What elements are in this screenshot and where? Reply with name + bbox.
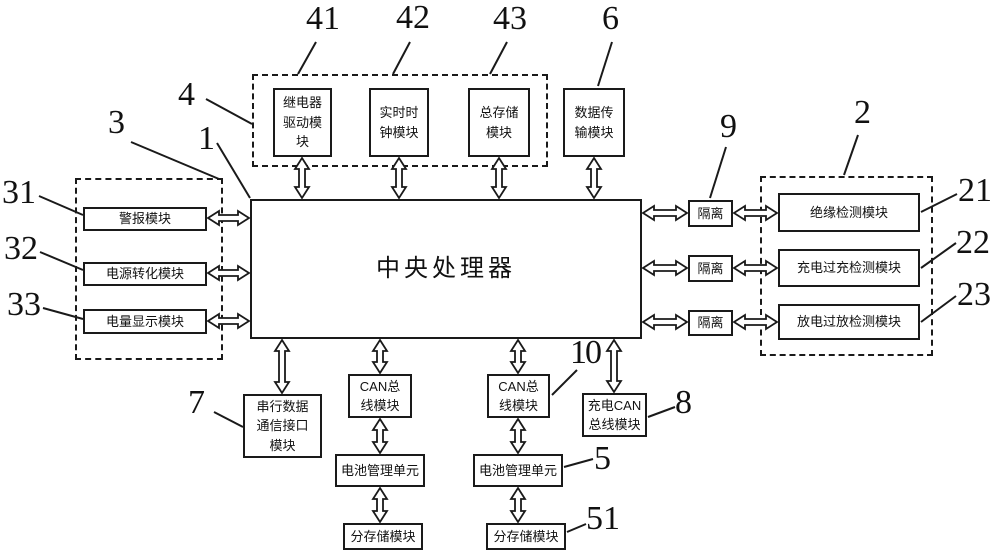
isolation-box-1: 隔离	[688, 200, 733, 227]
rtc-module-label: 实时时钟模块	[379, 105, 419, 140]
ref-9: 9	[720, 108, 737, 145]
charge-can-bus-module-label: 充电CAN总线模块	[587, 397, 642, 433]
overcharge-detect-module-label: 充电过充检测模块	[796, 260, 901, 276]
double-arrow	[509, 338, 527, 375]
can-bus-module-right-box: CAN总线模块	[487, 374, 550, 418]
battery-management-unit-left-label: 电池管理单元	[340, 462, 419, 478]
sub-storage-module-left-box: 分存储模块	[343, 523, 423, 550]
leader-line	[597, 41, 613, 87]
rtc-module-box: 实时时钟模块	[369, 88, 429, 157]
cpu-box: 中央处理器	[250, 199, 642, 339]
sub-storage-module-left-label: 分存储模块	[350, 528, 416, 544]
ref-33: 33	[7, 286, 41, 323]
ref-4: 4	[178, 76, 195, 113]
insulation-detect-module-box: 绝缘检测模块	[778, 193, 920, 232]
ref-10: 10	[570, 334, 602, 371]
leader-line	[213, 411, 244, 428]
leader-line	[566, 523, 587, 533]
ref-51: 51	[586, 500, 620, 537]
leader-line	[551, 369, 578, 396]
ref-41: 41	[306, 0, 340, 37]
battery-management-unit-right-box: 电池管理单元	[473, 454, 563, 487]
ref-21: 21	[958, 172, 992, 209]
leader-line	[647, 406, 676, 418]
serial-interface-module-box: 串行数据通信接口模块	[243, 394, 322, 458]
serial-interface-module-label: 串行数据通信接口模块	[256, 398, 309, 453]
can-bus-module-left-box: CAN总线模块	[348, 374, 412, 418]
data-transmission-module-label: 数据传输模块	[574, 105, 614, 140]
double-arrow	[641, 313, 689, 331]
data-transmission-module-box: 数据传输模块	[563, 88, 625, 157]
sub-storage-module-right-label: 分存储模块	[493, 528, 559, 544]
battery-display-module-box: 电量显示模块	[83, 309, 207, 334]
battery-management-unit-right-label: 电池管理单元	[478, 462, 557, 478]
isolation-label-2: 隔离	[697, 260, 724, 276]
isolation-label-1: 隔离	[697, 205, 724, 221]
leader-line	[563, 458, 594, 468]
overcharge-detect-module-box: 充电过充检测模块	[778, 249, 920, 287]
double-arrow	[371, 338, 389, 375]
power-conversion-module-label: 电源转化模块	[105, 266, 184, 282]
ref-5: 5	[594, 440, 611, 477]
ref-22: 22	[956, 224, 990, 261]
ref-7: 7	[188, 384, 205, 421]
charge-can-bus-module-box: 充电CAN总线模块	[582, 393, 647, 437]
relay-drive-module-label: 继电器驱动模块	[282, 95, 322, 150]
overdischarge-detect-module-label: 放电过放检测模块	[796, 314, 901, 330]
alarm-module-box: 警报模块	[83, 207, 207, 231]
double-arrow	[641, 204, 689, 222]
leader-line	[709, 146, 727, 199]
double-arrow	[509, 486, 527, 524]
isolation-label-3: 隔离	[697, 315, 724, 331]
ref-8: 8	[675, 384, 692, 421]
isolation-box-2: 隔离	[688, 255, 733, 282]
ref-42: 42	[396, 0, 430, 36]
main-storage-module-label: 总存储模块	[479, 105, 519, 140]
ref-2: 2	[854, 94, 871, 131]
sub-storage-module-right-box: 分存储模块	[486, 523, 566, 550]
ref-3: 3	[108, 104, 125, 141]
double-arrow	[605, 338, 623, 394]
double-arrow	[641, 259, 689, 277]
leader-line	[843, 134, 859, 176]
power-conversion-module-box: 电源转化模块	[83, 262, 207, 286]
isolation-box-3: 隔离	[688, 310, 733, 336]
ref-23: 23	[957, 276, 991, 313]
insulation-detect-module-label: 绝缘检测模块	[809, 204, 888, 220]
battery-display-module-label: 电量显示模块	[105, 313, 184, 329]
ref-31: 31	[2, 174, 36, 211]
ref-32: 32	[4, 230, 38, 267]
double-arrow	[509, 417, 527, 455]
can-bus-module-right-label: CAN总线模块	[498, 378, 539, 414]
double-arrow	[371, 486, 389, 524]
ref-43: 43	[493, 0, 527, 37]
double-arrow	[585, 156, 603, 200]
ref-1: 1	[198, 120, 215, 157]
cpu-label: 中央处理器	[376, 255, 516, 282]
relay-drive-module-box: 继电器驱动模块	[273, 88, 332, 157]
battery-management-unit-left-box: 电池管理单元	[335, 454, 425, 487]
leader-line	[297, 41, 317, 75]
overdischarge-detect-module-box: 放电过放检测模块	[778, 304, 920, 340]
leader-line	[489, 41, 508, 75]
ref-6: 6	[602, 0, 619, 37]
can-bus-module-left-label: CAN总线模块	[359, 378, 401, 414]
leader-line	[392, 41, 411, 75]
double-arrow	[371, 417, 389, 455]
main-storage-module-box: 总存储模块	[468, 88, 530, 157]
double-arrow	[273, 338, 291, 395]
alarm-module-label: 警报模块	[118, 211, 171, 227]
